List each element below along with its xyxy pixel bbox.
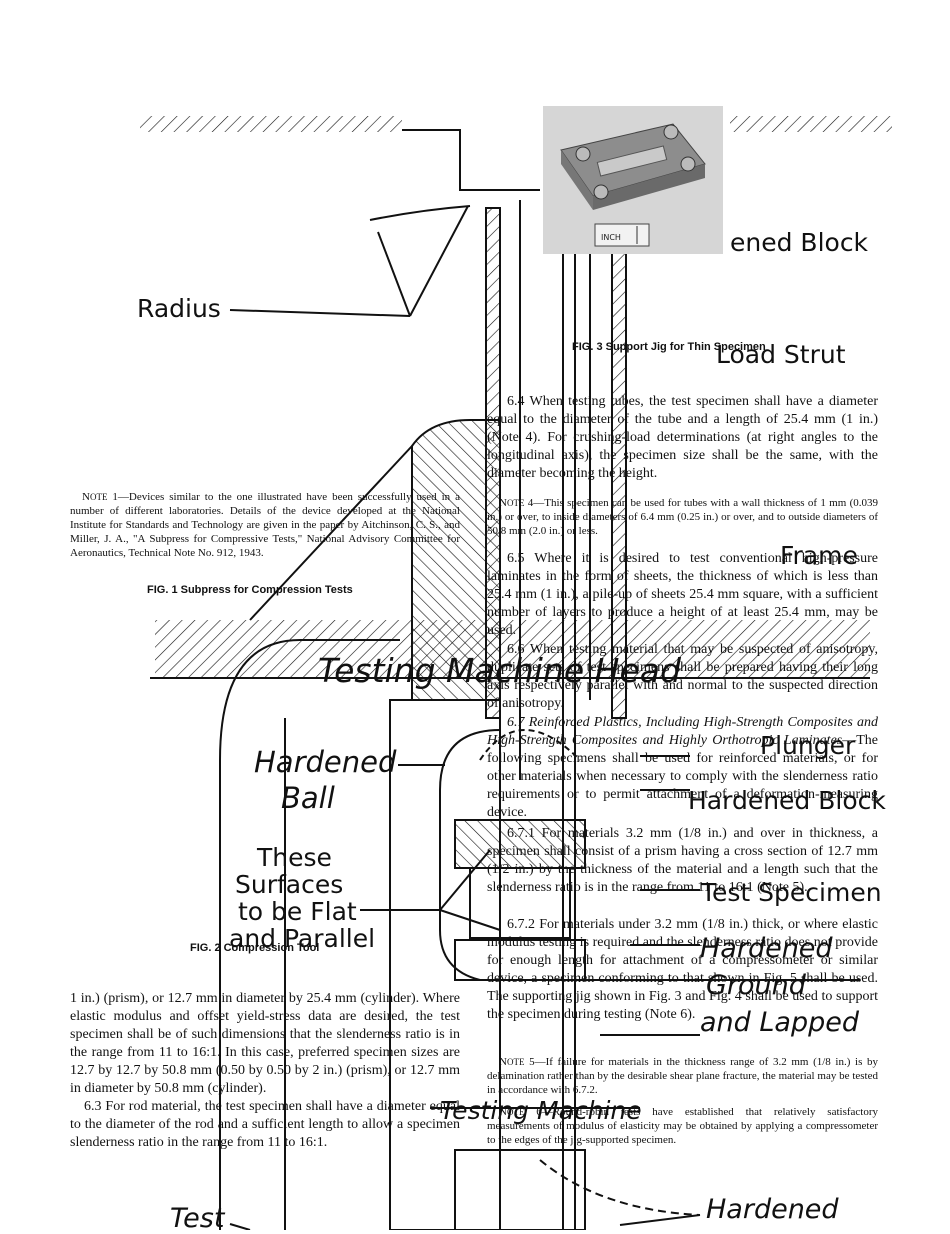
label-hardened-ground-3: and Lapped [700, 1007, 859, 1038]
label-hardened-ball-1: Hardened [254, 745, 397, 779]
label-test-bottom: Test [170, 1203, 225, 1234]
fig2-caption: FIG. 2 Compression Tool [190, 942, 320, 954]
label-hardened-block-top: ened Block [730, 228, 869, 257]
section-6-5: 6.5 Where it is desired to test conventi… [487, 551, 878, 638]
label-test-specimen: Test Specimen [701, 878, 882, 907]
section-6-7: 6.7 Reinforced Plastics, Including High-… [487, 715, 878, 820]
photo-scale-label: INCH [601, 233, 621, 242]
label-these-surfaces-3: to be Flat [238, 897, 357, 926]
label-hardened-bottom: Hardened [706, 1194, 839, 1225]
section-6-7-2: 6.7.2 For materials under 3.2 mm (1/8 in… [487, 917, 878, 1022]
label-testing-machine-base: Testing Machine [440, 1096, 642, 1125]
label-frame: Frame [780, 541, 858, 570]
note-5: NOTE 5—If failure for materials in the t… [487, 1056, 878, 1096]
section-6-4: 6.4 When testing tubes, the test specime… [487, 394, 878, 481]
section-6-3: 6.3 For rod material, the test specimen … [70, 1099, 460, 1150]
label-testing-machine-head: Testing Machine Head [318, 651, 681, 690]
section-6-6: 6.6 When testing material that may be su… [487, 642, 878, 711]
label-load-strut: Load Strut [716, 340, 846, 369]
note-1: NOTE 1—Devices similar to the one illust… [70, 491, 461, 559]
section-6-2-continued: 1 in.) (prism), or 12.7 mm in diameter b… [70, 991, 460, 1096]
note-4: NOTE 4—This specimen can be used for tub… [487, 497, 878, 537]
fig3-caption: FIG. 3 Support Jig for Thin Specimen [572, 341, 766, 353]
support-jig-image: INCH [543, 106, 723, 254]
fig1-caption: FIG. 1 Subpress for Compression Tests [147, 584, 353, 596]
label-hardened-block-mid: Hardened Block [688, 786, 886, 815]
label-hardened-ground-2: Ground [706, 970, 806, 1001]
support-jig-photo: INCH [543, 106, 723, 254]
label-hardened-ball-2: Ball [281, 781, 335, 815]
label-plunger: Plunger [760, 731, 856, 760]
label-hardened-ground-1: Hardened [700, 933, 833, 964]
label-these-surfaces-4: and Parallel [229, 924, 376, 953]
note-6: NOTE 6—Round-robin tests have establishe… [487, 1106, 878, 1146]
label-radius: Radius [137, 294, 221, 323]
label-these-surfaces-2: Surfaces [235, 870, 344, 899]
label-these-surfaces-1: These [257, 843, 332, 872]
section-6-7-1: 6.7.1 For materials 3.2 mm (1/8 in.) and… [487, 826, 878, 895]
